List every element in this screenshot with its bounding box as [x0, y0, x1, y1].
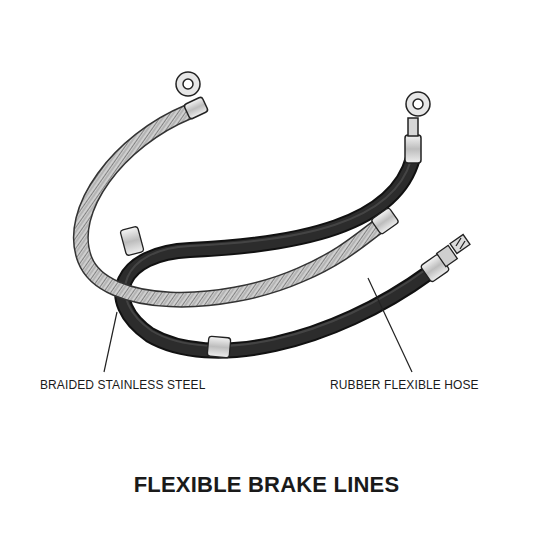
banjo-fitting	[176, 72, 430, 163]
diagram-title: FLEXIBLE BRAKE LINES	[134, 472, 400, 498]
leader-line	[104, 278, 412, 372]
part-label: BRAIDED STAINLESS STEEL	[40, 378, 205, 392]
hose-ferrule	[120, 207, 399, 358]
braided-hose	[81, 112, 380, 300]
rubber-hose	[122, 158, 430, 351]
part-label: RUBBER FLEXIBLE HOSE	[330, 378, 479, 392]
threaded-fitting	[420, 234, 470, 282]
